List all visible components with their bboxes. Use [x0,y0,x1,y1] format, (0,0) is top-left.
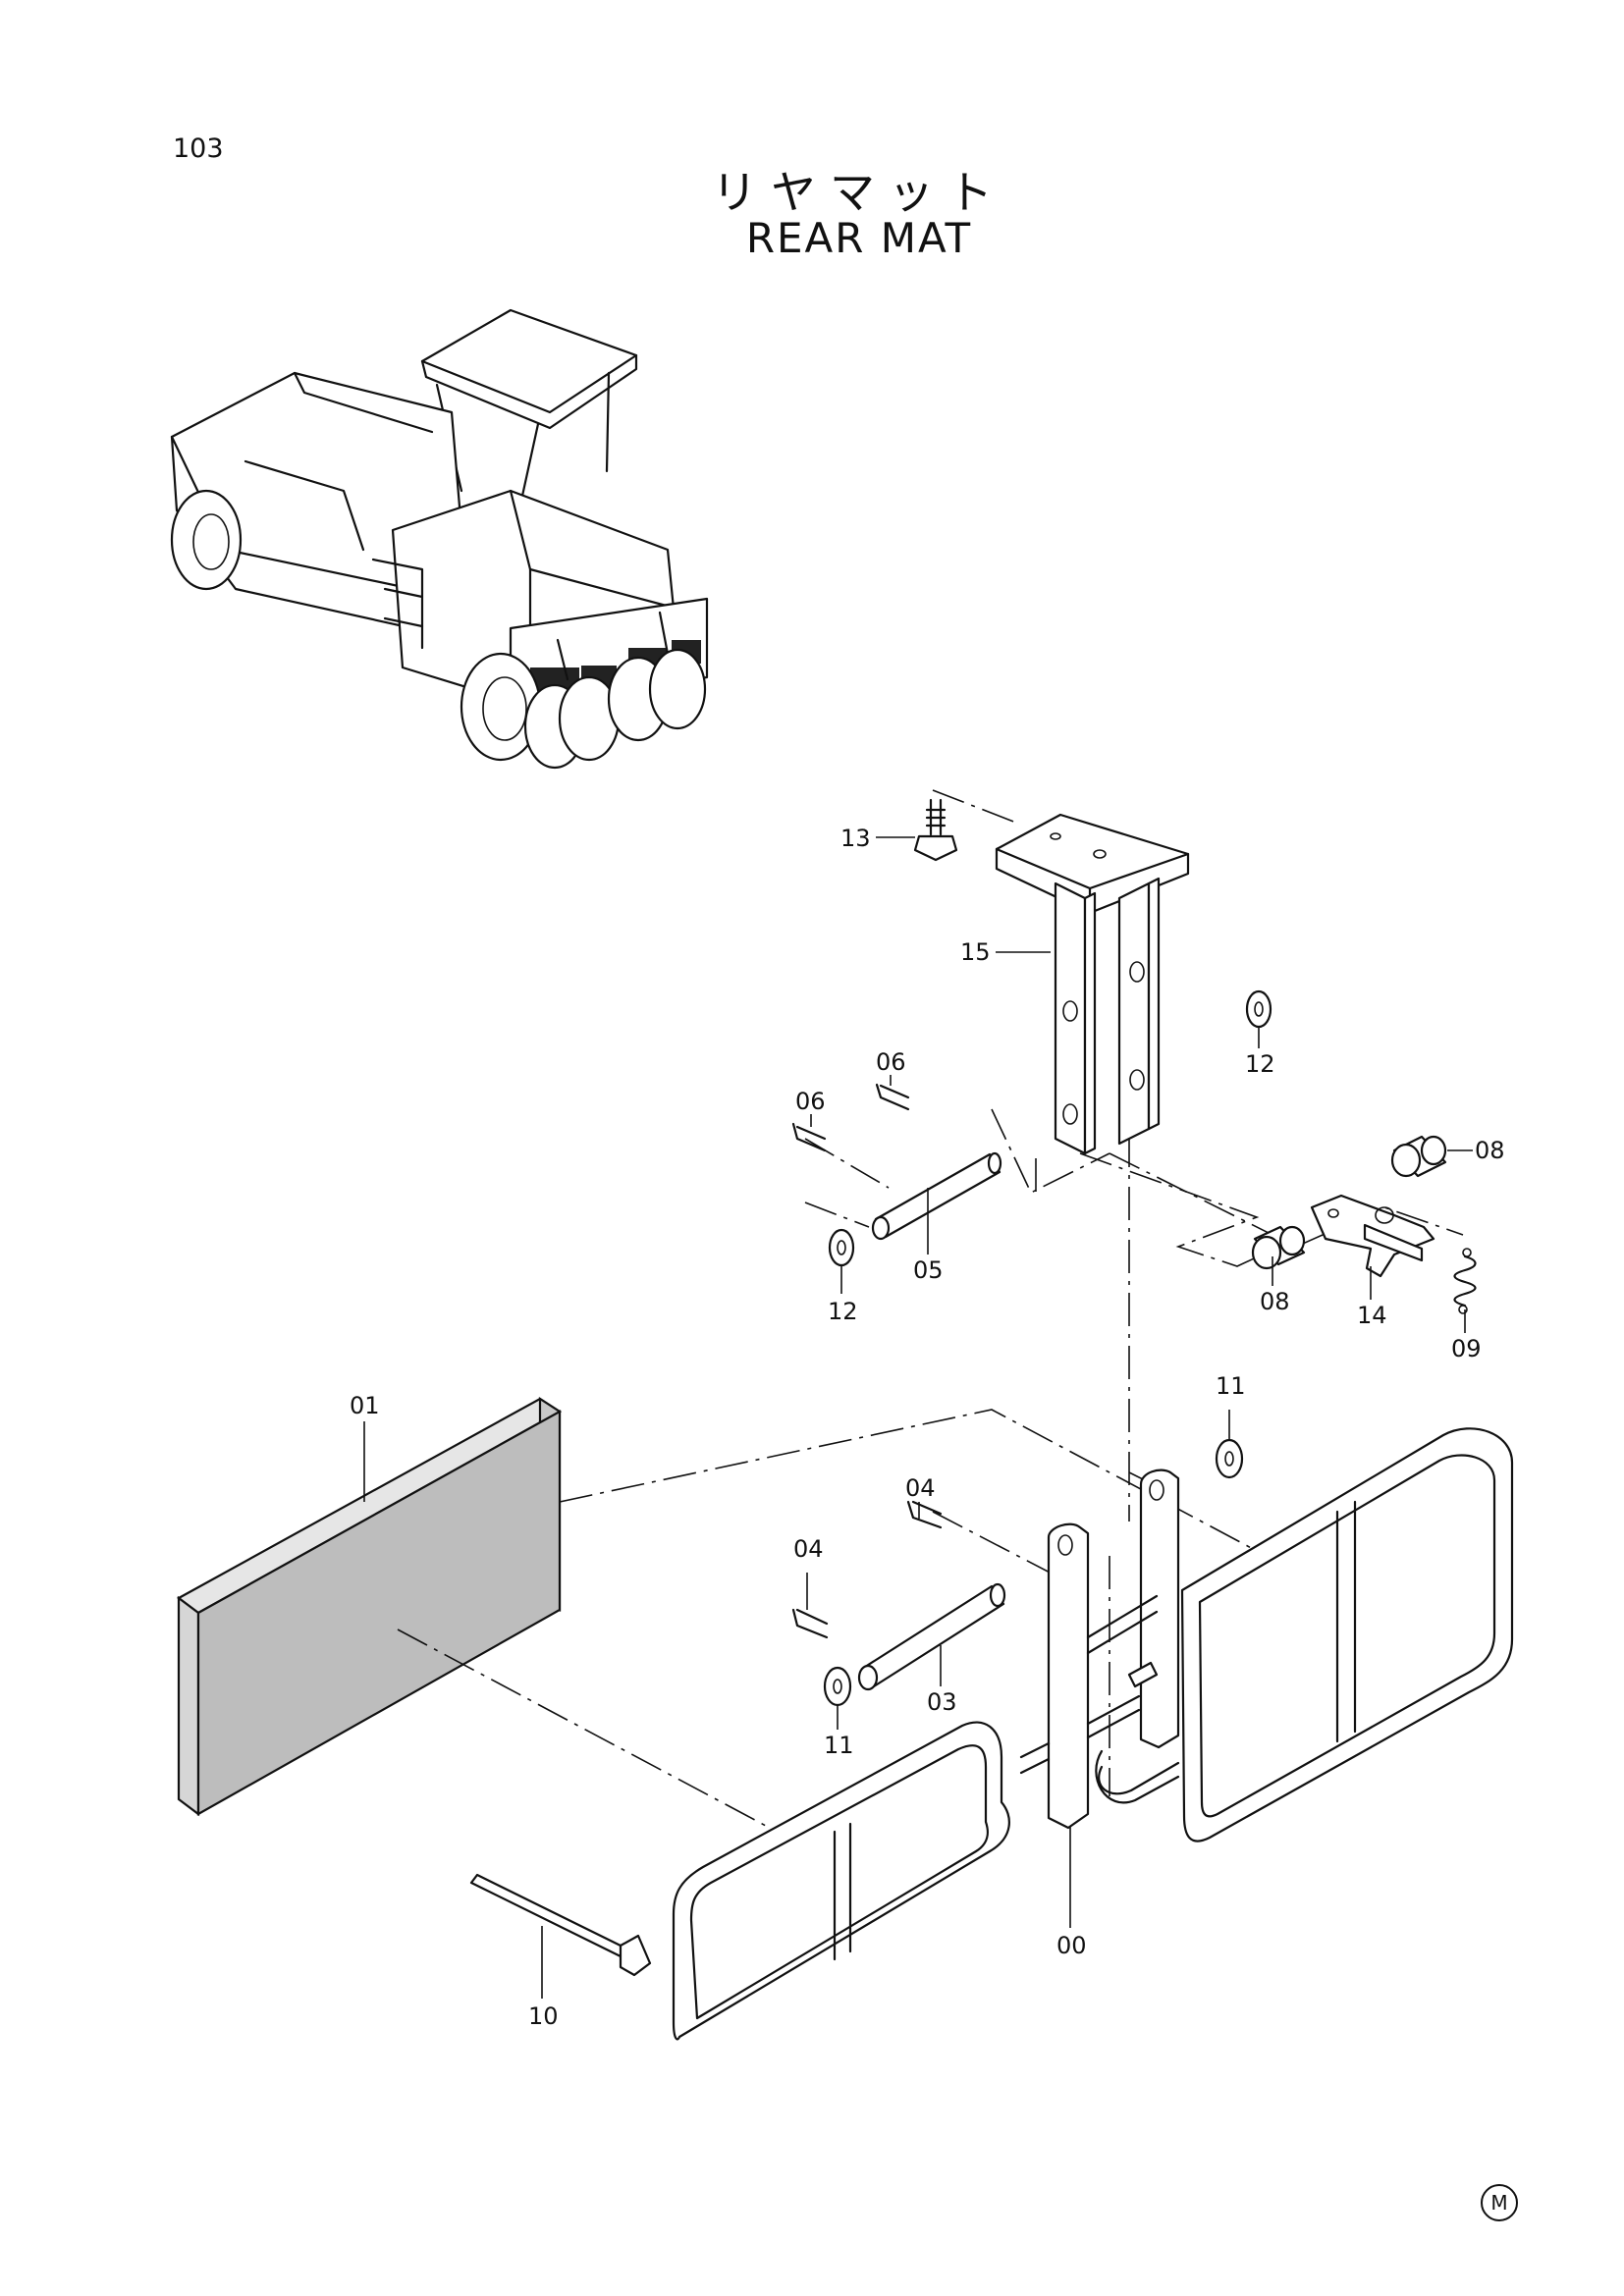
label-06-a: 06 [795,1088,826,1115]
label-08-b: 08 [1260,1288,1290,1315]
part-10-cable-tie [469,1873,652,1977]
part-00-frame [672,1427,1514,2041]
part-06-cotter-b [875,1083,910,1111]
label-04-a: 04 [793,1535,824,1563]
part-14-lever [1310,1194,1435,1278]
title-english: REAR MAT [745,214,973,262]
label-12-a: 12 [1245,1050,1275,1078]
label-14: 14 [1357,1302,1387,1329]
part-03-pin [857,1582,1006,1691]
label-10: 10 [528,2002,559,2030]
machine-overview [170,308,709,770]
part-09-spring [1453,1248,1477,1314]
label-12-b: 12 [828,1298,858,1325]
exploded-view [176,789,1514,2041]
part-11-washer-a [1215,1438,1244,1479]
label-03: 03 [927,1688,957,1716]
part-04-cotter-a [791,1608,829,1639]
page-number: 103 [173,133,224,164]
label-06-b: 06 [876,1048,906,1076]
callout-labels: 13 15 12 06 06 08 05 12 08 14 09 11 01 0… [350,825,1505,2030]
title-japanese: リヤマット [712,166,1006,219]
part-08-bushing-a [1390,1135,1447,1178]
label-13: 13 [840,825,871,852]
part-05-pin [871,1151,1002,1241]
manufacturer-mark: M [1481,2184,1518,2221]
label-08-a: 08 [1475,1137,1505,1164]
label-11-a: 11 [1216,1372,1246,1400]
part-13-bolt [913,798,958,862]
label-05: 05 [913,1256,944,1284]
part-08-bushing-b [1251,1225,1306,1270]
label-11-b: 11 [824,1732,854,1759]
part-04-cotter-b [906,1500,943,1529]
part-15-bracket [995,813,1190,1155]
label-04-b: 04 [905,1474,936,1502]
part-01-mat [176,1396,563,1817]
part-12-washer-b [828,1228,855,1267]
label-01: 01 [350,1392,380,1419]
label-15: 15 [960,938,991,966]
label-00: 00 [1056,1932,1087,1959]
part-11-washer-b [823,1666,852,1707]
label-09: 09 [1451,1335,1482,1362]
part-12-washer-a [1245,989,1272,1029]
part-06-cotter-a [791,1122,827,1152]
